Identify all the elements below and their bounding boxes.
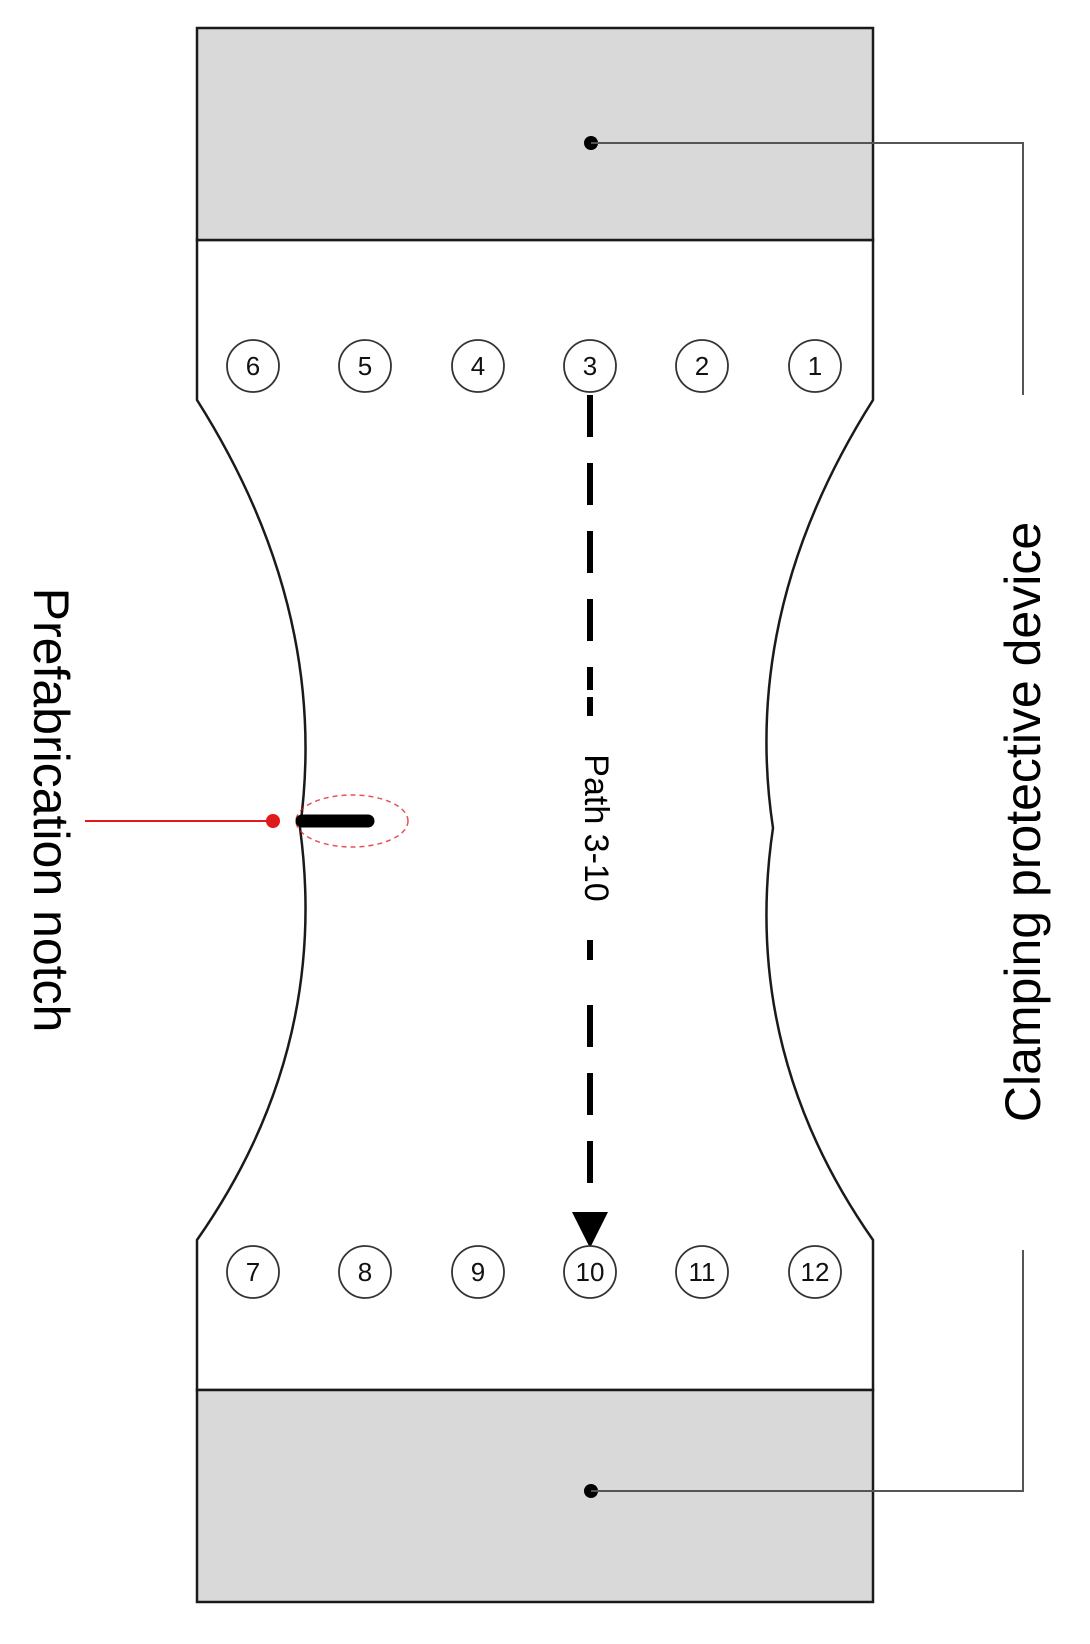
specimen-outline (195, 238, 875, 1392)
measurement-point-circle (338, 1245, 392, 1299)
measurement-point-circle (788, 1245, 842, 1299)
measurement-point-label: 12 (801, 1257, 830, 1287)
path-arrowhead (572, 1212, 608, 1248)
notch-label: Prefabrication notch (23, 588, 79, 1033)
measurement-point-label: 4 (471, 351, 485, 381)
notch-highlight-ellipse (295, 794, 409, 848)
measurement-point-circle (451, 1245, 505, 1299)
top-measurement-points: 6 5 4 3 2 1 (226, 339, 842, 393)
measurement-point-label: 7 (246, 1257, 260, 1287)
measurement-point-circle (226, 1245, 280, 1299)
measurement-point-label: 9 (471, 1257, 485, 1287)
measurement-point-circle (226, 339, 280, 393)
measurement-point-circle (675, 339, 729, 393)
measurement-point-label: 6 (246, 351, 260, 381)
path-label: Path 3-10 (577, 754, 615, 901)
measurement-point-circle (563, 339, 617, 393)
notch-leader-dot (266, 814, 280, 828)
clamp-device-label: Clamping protective device (995, 522, 1051, 1122)
measurement-point-circle (675, 1245, 729, 1299)
measurement-point-circle (338, 339, 392, 393)
bottom-measurement-points: 7 8 9 10 11 12 (226, 1245, 842, 1299)
clamp-top-block (195, 26, 875, 242)
clamp-bottom-block (195, 1388, 875, 1604)
measurement-point-label: 8 (358, 1257, 372, 1287)
measurement-point-circle (788, 339, 842, 393)
measurement-point-label: 5 (358, 351, 372, 381)
measurement-point-label: 10 (576, 1257, 605, 1287)
measurement-point-label: 1 (808, 351, 822, 381)
clamp-bottom-leader-line (591, 1250, 1024, 1492)
measurement-point-label: 11 (689, 1257, 716, 1287)
measurement-point-circle (563, 1245, 617, 1299)
clamp-top-leader-line (591, 142, 1024, 395)
measurement-point-circle (451, 339, 505, 393)
measurement-point-label: 2 (695, 351, 709, 381)
measurement-point-label: 3 (583, 351, 597, 381)
